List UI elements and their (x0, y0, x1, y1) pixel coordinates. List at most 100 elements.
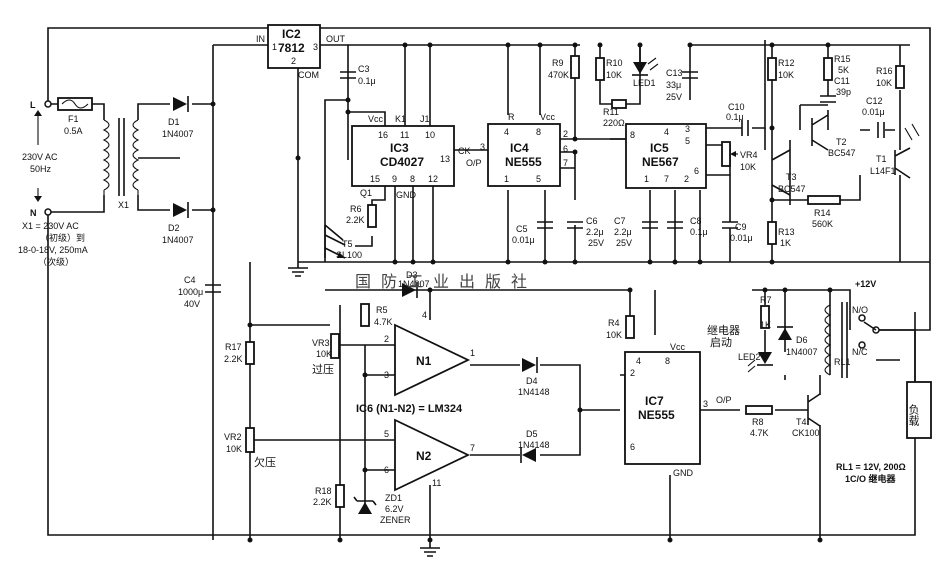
diode-d4: D4 1N4148 (518, 357, 550, 397)
svg-text:C4: C4 (184, 275, 196, 285)
svg-text:ZD1: ZD1 (385, 493, 402, 503)
capacitor-c6: C6 2.2μ 25V (567, 216, 604, 248)
resistor-r17: R17 2.2K (224, 341, 255, 365)
svg-text:T2: T2 (836, 137, 847, 147)
svg-text:5: 5 (536, 174, 541, 184)
svg-text:10: 10 (425, 130, 435, 140)
svg-text:0.01μ: 0.01μ (512, 235, 535, 245)
svg-text:10K: 10K (606, 70, 622, 80)
svg-text:3: 3 (703, 399, 708, 409)
svg-text:BC547: BC547 (828, 148, 856, 158)
opamp-n2: N2 5 6 7 11 (384, 418, 475, 492)
svg-text:1K: 1K (760, 320, 771, 330)
svg-text:4: 4 (636, 356, 641, 366)
diode-d1: D1 1N4007 (162, 96, 194, 139)
svg-text:J1: J1 (420, 114, 430, 124)
svg-text:N2: N2 (416, 449, 432, 463)
relay-rl1: RL1 N/O N/C (824, 302, 880, 378)
svg-text:R16: R16 (876, 66, 893, 76)
svg-text:15: 15 (370, 174, 380, 184)
svg-text:7: 7 (470, 443, 475, 453)
svg-text:欠压: 欠压 (254, 455, 276, 469)
svg-text:R12: R12 (778, 58, 795, 68)
svg-text:470K: 470K (548, 70, 569, 80)
svg-text:7: 7 (664, 174, 669, 184)
supply-12v: +12V (855, 279, 876, 289)
ic4-timer: IC4 NE555 R Vcc 4 8 2 6 7 3 1 5 (480, 112, 568, 187)
svg-text:IC2: IC2 (282, 27, 301, 41)
svg-text:N/O: N/O (852, 305, 868, 315)
svg-text:C5: C5 (516, 224, 528, 234)
svg-text:R14: R14 (814, 208, 831, 218)
resistor-r15: R15 5K (823, 54, 851, 81)
svg-text:5: 5 (384, 429, 389, 439)
diode-d6: D6 1N4007 (777, 326, 818, 357)
svg-text:1N4148: 1N4148 (518, 440, 550, 450)
relay-note-1: RL1 = 12V, 200Ω (836, 462, 906, 472)
svg-text:6: 6 (694, 166, 699, 176)
svg-text:R15: R15 (834, 54, 851, 64)
svg-text:2.2K: 2.2K (313, 497, 332, 507)
ic6-label: IC6 (N1-N2) = LM324 (356, 403, 463, 415)
svg-text:12: 12 (428, 174, 438, 184)
capacitor-c3: C3 0.1μ (340, 64, 376, 86)
ic7-timer: IC7 NE555 4 8 Vcc 2 6 3 O/P GND (624, 342, 732, 478)
svg-text:1000μ: 1000μ (178, 287, 203, 297)
svg-text:C11: C11 (834, 76, 850, 86)
fuse-name: F1 (68, 114, 79, 124)
mains-input: L N 230V AC 50Hz F1 0.5A X1 X1 = 230V AC… (18, 97, 140, 267)
resistor-r7: R7 1K (760, 295, 772, 330)
svg-text:SL100: SL100 (336, 250, 362, 260)
svg-text:R7: R7 (760, 295, 772, 305)
svg-text:2: 2 (630, 368, 635, 378)
svg-text:2: 2 (291, 56, 296, 66)
svg-text:R11: R11 (603, 107, 619, 117)
svg-text:1: 1 (504, 174, 509, 184)
fuse-value: 0.5A (64, 126, 83, 136)
svg-text:1N4007: 1N4007 (786, 347, 818, 357)
svg-text:D5: D5 (526, 429, 538, 439)
svg-text:1N4007: 1N4007 (398, 279, 430, 289)
svg-text:C7: C7 (614, 216, 626, 226)
svg-text:2: 2 (684, 174, 689, 184)
svg-text:3: 3 (685, 124, 690, 134)
svg-text:10K: 10K (778, 70, 794, 80)
capacitor-c7: C7 2.2μ 25V (614, 216, 658, 248)
svg-text:10K: 10K (876, 78, 892, 88)
svg-text:T1: T1 (876, 154, 887, 164)
svg-text:4: 4 (504, 127, 509, 137)
svg-text:25V: 25V (666, 92, 682, 102)
svg-text:6: 6 (563, 144, 568, 154)
svg-text:2: 2 (384, 334, 389, 344)
resistor-r6: R6 2.2K (346, 204, 377, 228)
svg-text:3: 3 (384, 370, 389, 380)
capacitor-c5: C5 0.01μ (512, 221, 553, 245)
resistor-r9: R9 470K (548, 55, 580, 80)
svg-text:R18: R18 (315, 486, 332, 496)
terminal-n (44, 208, 52, 216)
load-box: 负载 (906, 381, 932, 439)
svg-text:8: 8 (630, 130, 635, 140)
svg-text:8: 8 (665, 356, 670, 366)
terminal-l (44, 100, 52, 108)
svg-text:4.7K: 4.7K (374, 317, 393, 327)
svg-text:25V: 25V (616, 238, 632, 248)
svg-text:IN: IN (256, 34, 265, 44)
svg-text:OUT: OUT (326, 34, 346, 44)
transistor-t5: T5 SL100 (324, 225, 362, 260)
svg-text:C8: C8 (690, 216, 702, 226)
svg-text:R13: R13 (778, 227, 795, 237)
svg-text:10K: 10K (226, 444, 242, 454)
svg-text:VR2: VR2 (224, 432, 242, 442)
svg-text:R17: R17 (225, 342, 242, 352)
svg-text:3: 3 (313, 42, 318, 52)
svg-text:40V: 40V (184, 299, 200, 309)
transformer-x1 (102, 118, 140, 196)
svg-text:9: 9 (392, 174, 397, 184)
svg-text:K1: K1 (395, 114, 406, 124)
potentiometer-vr4: VR4 10K (721, 141, 758, 172)
x1-note-1: X1 = 230V AC (22, 221, 79, 231)
mains-frequency: 50Hz (30, 164, 52, 174)
